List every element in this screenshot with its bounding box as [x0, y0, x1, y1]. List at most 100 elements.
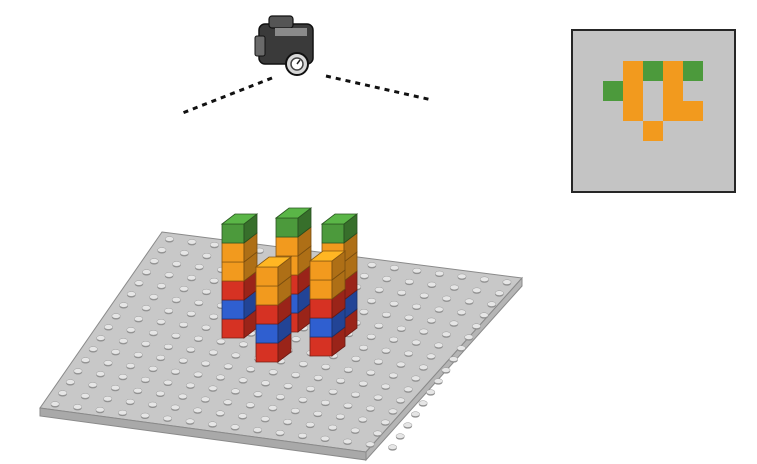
top-view-cell-orange	[683, 101, 703, 121]
brick-orange	[308, 250, 347, 281]
stud	[456, 345, 466, 351]
stud	[426, 317, 436, 323]
stud	[231, 352, 241, 358]
stud	[157, 247, 167, 253]
stud	[179, 250, 189, 256]
stud	[433, 378, 443, 384]
stud	[215, 410, 225, 416]
top-view-cell-orange	[623, 81, 643, 101]
brick-green	[320, 213, 359, 244]
stud	[373, 430, 383, 436]
brick-face-front	[255, 266, 279, 287]
stud	[230, 388, 240, 394]
stud	[306, 386, 316, 392]
stud	[202, 253, 212, 259]
stud	[366, 333, 376, 340]
stud	[193, 335, 203, 342]
stud	[103, 360, 113, 366]
stud	[216, 338, 226, 344]
stud	[103, 396, 113, 402]
stud	[155, 390, 165, 397]
tower-front-left	[254, 256, 293, 363]
top-view-cell-orange	[623, 61, 643, 81]
stud	[457, 309, 467, 315]
stud	[156, 319, 166, 325]
view-lines	[179, 74, 433, 116]
brick-red	[309, 288, 346, 319]
stud	[291, 336, 301, 342]
stud	[441, 331, 451, 337]
stud	[449, 356, 459, 362]
stud	[201, 288, 211, 295]
stud	[111, 349, 121, 355]
stud	[156, 283, 166, 289]
stud	[464, 298, 474, 304]
stud	[80, 393, 90, 399]
stud	[230, 424, 240, 430]
stud	[201, 360, 211, 366]
stud	[95, 371, 105, 377]
stud	[140, 376, 150, 383]
stud	[290, 408, 300, 414]
stud	[171, 297, 181, 303]
stud	[164, 272, 174, 278]
stud	[148, 401, 158, 408]
stud	[412, 303, 422, 310]
brick-orange	[254, 256, 293, 287]
stud	[164, 308, 174, 314]
stud	[419, 292, 429, 299]
stud	[359, 309, 369, 315]
stud	[441, 367, 451, 373]
stud	[253, 391, 263, 397]
stud	[298, 397, 308, 403]
stud	[118, 409, 128, 416]
brick-face-front	[255, 323, 279, 344]
stud	[389, 300, 399, 307]
stud	[245, 402, 255, 408]
stud	[388, 408, 398, 414]
stud	[148, 365, 158, 372]
stud	[246, 366, 256, 372]
stud	[201, 324, 211, 331]
brick-face-top	[320, 213, 359, 225]
stud	[171, 332, 181, 339]
stud	[389, 265, 399, 271]
brick-face-front	[255, 304, 279, 325]
brick-face-front	[221, 318, 245, 339]
stud	[260, 416, 270, 422]
stud	[291, 372, 301, 378]
stud	[186, 346, 196, 353]
stud	[178, 357, 188, 364]
stud	[223, 399, 233, 405]
stud	[140, 412, 150, 419]
stud	[457, 273, 467, 279]
stud	[388, 444, 398, 450]
stud	[193, 371, 203, 377]
stud	[200, 396, 210, 402]
stud	[119, 302, 129, 308]
stud	[464, 334, 474, 340]
camera-icon	[254, 15, 314, 76]
stud	[179, 286, 189, 292]
stud	[328, 388, 338, 395]
view-line-right	[325, 74, 433, 102]
brick-face-front	[309, 336, 333, 357]
stud	[283, 383, 293, 389]
stud	[194, 264, 204, 270]
stud	[373, 394, 383, 400]
brick-face-front	[321, 223, 345, 244]
stud	[149, 258, 159, 264]
stud	[365, 441, 375, 447]
stud	[403, 386, 413, 392]
top-view-cell-green	[603, 81, 623, 101]
stud	[305, 421, 315, 428]
stud	[164, 236, 174, 242]
stud	[275, 394, 285, 400]
stud	[96, 335, 106, 341]
stud	[298, 361, 308, 367]
stud	[321, 364, 331, 370]
brick-face-front	[221, 280, 245, 301]
view-line-left	[179, 76, 273, 116]
stud	[313, 375, 323, 381]
stud	[351, 391, 361, 398]
